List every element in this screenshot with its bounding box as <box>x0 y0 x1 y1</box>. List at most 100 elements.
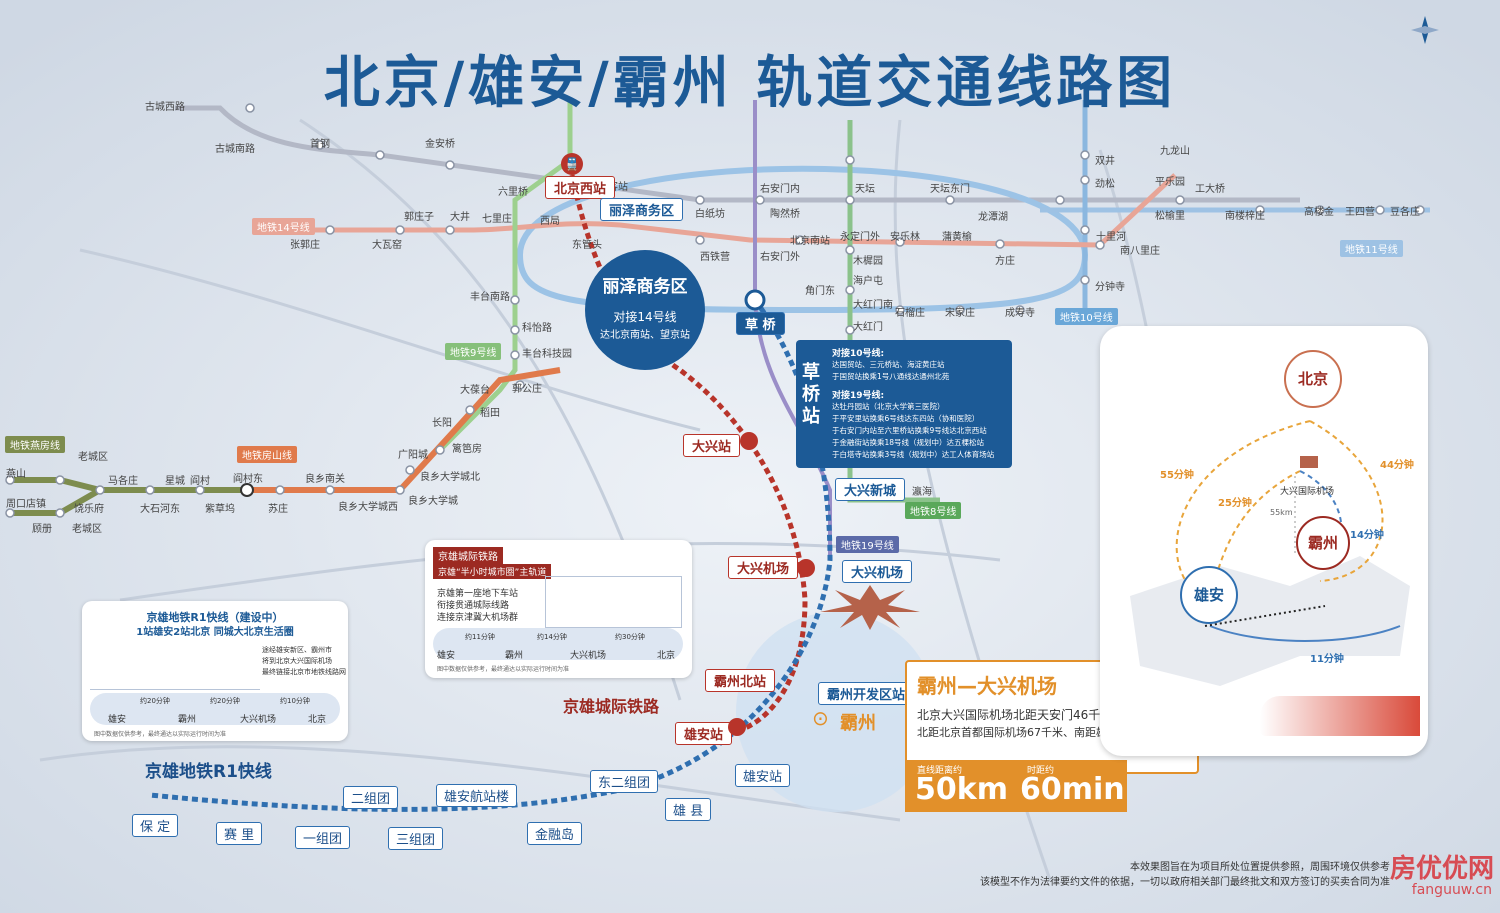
tag-line-10: 地铁10号线 <box>1055 308 1118 325</box>
station-label: 七里庄 <box>482 214 512 225</box>
inset-distance: 55km <box>1270 508 1293 517</box>
saili-station[interactable]: 赛 里 <box>216 822 263 845</box>
station-label: 北京南站 <box>790 236 830 247</box>
line-yanfang <box>10 477 250 493</box>
dongerzutuan-station[interactable]: 东二组团 <box>590 770 659 793</box>
caoqiao-box: 草桥站 对接10号线: 达国贸站、三元桥站、海淀黄庄站 于国贸站换乘1号八通线达… <box>796 340 1012 468</box>
inset-bazhou: 霸州 <box>1296 516 1350 570</box>
daxing-xincheng-station[interactable]: 大兴新城 <box>835 478 906 501</box>
intercity-stop: 大兴机场 <box>570 651 607 661</box>
station-label: 东管头 <box>572 240 602 251</box>
r1-card: 京雄地铁R1快线（建设中） 1站雄安2站北京 同城大北京生活圈 途经雄安新区、霸… <box>82 601 348 741</box>
station-label: 苏庄 <box>268 504 288 515</box>
r1-stop: 北京 <box>308 715 327 725</box>
station-label: 马各庄 <box>108 476 138 487</box>
station-label: 大红门 <box>853 322 883 333</box>
station-label: 六里桥 <box>498 187 528 198</box>
intercity-footnote: 图中数据仅供参考，最终通达以实际运行时间为准 <box>437 666 570 673</box>
xiongxian-station[interactable]: 雄 县 <box>665 798 712 821</box>
r1-card-subtitle: 1站雄安2站北京 同城大北京生活圈 <box>136 627 294 638</box>
caoqiao-head2: 对接19号线: <box>832 391 885 401</box>
inset-time: 25分钟 <box>1218 498 1252 509</box>
station-label: 平乐园 <box>1155 177 1185 188</box>
station-label: 王四营 <box>1345 207 1375 218</box>
disclaimer-line2: 该模型不作为法律要约文件的依据，一切以政府相关部门最终批文和双方签订的买卖合同为… <box>980 877 1390 888</box>
line-14 <box>290 173 1177 248</box>
intercity-line-label: 京雄城际铁路 <box>563 697 660 716</box>
station-label: 丰台科技园 <box>522 349 572 360</box>
caoqiao-body1-1: 于国贸站换乘1号八通线达通州北苑 <box>832 372 950 381</box>
inset-time: 11分钟 <box>1310 654 1344 665</box>
station-label: 松榆里 <box>1155 211 1185 222</box>
watermark-url: fanguuw.cn <box>1411 882 1492 898</box>
yancun-dong-transfer <box>240 483 254 497</box>
intercity-stop: 霸州 <box>505 651 524 661</box>
tag-line-19: 地铁19号线 <box>836 536 899 553</box>
daxing-station[interactable]: 大兴站 <box>683 434 741 457</box>
station-label: 良乡大学城北 <box>420 472 480 483</box>
bazhou-highlight <box>736 612 936 812</box>
caoqiao-body2-0: 达牡丹园站（北京大学第三医院） <box>832 402 945 411</box>
lize-sub1: 对接14号线 <box>613 310 677 324</box>
station-label: 九龙山 <box>1160 146 1190 157</box>
station-label: 陶然桥 <box>770 209 800 220</box>
line-fangshan <box>250 367 561 493</box>
xiongan-hangzhan-station[interactable]: 雄安航站楼 <box>436 784 518 807</box>
city-skyline-illustration <box>90 641 260 690</box>
page-title: 北京/雄安/霸州 轨道交通线路图 <box>323 51 1177 116</box>
daxing-airport-rail-station[interactable]: 大兴机场 <box>728 556 799 579</box>
jinrongdao-station[interactable]: 金融岛 <box>527 822 583 845</box>
lize-sub2: 达北京南站、望京站 <box>600 330 690 341</box>
inset-time: 55分钟 <box>1160 470 1194 481</box>
station-label: 广阳城 <box>398 450 428 461</box>
station-label: 古城西路 <box>145 102 185 113</box>
xiongan-station-red[interactable]: 雄安站 <box>675 722 733 745</box>
intercity-time: 约30分钟 <box>615 633 645 641</box>
distance-value: 50km <box>915 772 1008 807</box>
station-label: 工大桥 <box>1195 184 1225 195</box>
r1-note: 最终链接北京市地铁线路网 <box>262 668 346 676</box>
lize-title: 丽泽商务区 <box>602 277 688 297</box>
bazhou-north-station[interactable]: 霸州北站 <box>705 669 776 692</box>
intercity-card-subtitle: 京雄“半小时城市圈”主轨道 <box>433 564 552 579</box>
disclaimer-line1: 本效果图旨在为项目所处位置提供参照，周围环境仅供参考 <box>1130 862 1390 873</box>
yizutuan-station[interactable]: 一组团 <box>295 826 351 849</box>
r1-route-strip <box>90 693 340 725</box>
erzutuan-station[interactable]: 二组团 <box>343 786 399 809</box>
tag-line-8: 地铁8号线 <box>905 502 962 519</box>
station-label: 长阳 <box>432 418 452 429</box>
time-value: 60min <box>1020 772 1125 807</box>
station-label: 海户屯 <box>853 276 883 287</box>
station-label: 分钟寺 <box>1095 282 1125 293</box>
station-label: 郭庄子 <box>404 212 434 223</box>
r1-note: 将到北京大兴国际机场 <box>262 657 332 665</box>
xiongan-station-blue[interactable]: 雄安站 <box>735 764 791 787</box>
station-label: 十里河 <box>1096 232 1126 243</box>
caoqiao-transfer <box>744 289 766 311</box>
station-label: 科怡路 <box>522 323 552 334</box>
watermark-text: 房优优网 <box>1389 854 1494 884</box>
baoding-station[interactable]: 保 定 <box>132 814 179 837</box>
r1-time: 约20分钟 <box>140 697 170 705</box>
intercity-stop: 雄安 <box>437 651 456 661</box>
beijing-west-station[interactable]: 北京西站 <box>545 176 616 199</box>
line-9 <box>438 100 573 452</box>
station-label: 成寿寺 <box>1005 308 1035 319</box>
station-label: 顾册 <box>32 524 52 535</box>
r1-footnote: 图中数据仅供参考，最终通达以实际运行时间为准 <box>94 731 227 738</box>
station-label: 大瓦窑 <box>372 240 402 251</box>
bazhou-kaifaqu-station[interactable]: 霸州开发区站 <box>818 682 915 705</box>
time-key: 时距约 <box>1027 766 1055 776</box>
sanzutuan-station[interactable]: 三组团 <box>388 827 444 850</box>
daxing-airport-metro-station[interactable]: 大兴机场 <box>842 560 913 583</box>
caoqiao-body2-4: 于白塔寺站换乘3号线（规划中）达工人体育场站 <box>832 450 995 459</box>
inset-beijing: 北京 <box>1284 350 1342 408</box>
tag-line-9: 地铁9号线 <box>445 343 502 360</box>
location-pin-icon: ⊙ <box>812 706 829 730</box>
station-label: 老城区 <box>72 524 102 535</box>
caoqiao-box-title: 草桥站 <box>802 362 820 427</box>
tag-line-11: 地铁11号线 <box>1340 240 1403 257</box>
lize-station-label[interactable]: 丽泽商务区 <box>600 198 684 221</box>
caoqiao-station[interactable]: 草 桥 <box>736 312 785 335</box>
intercity-note: 衔接贯通城际线路 <box>437 601 510 611</box>
